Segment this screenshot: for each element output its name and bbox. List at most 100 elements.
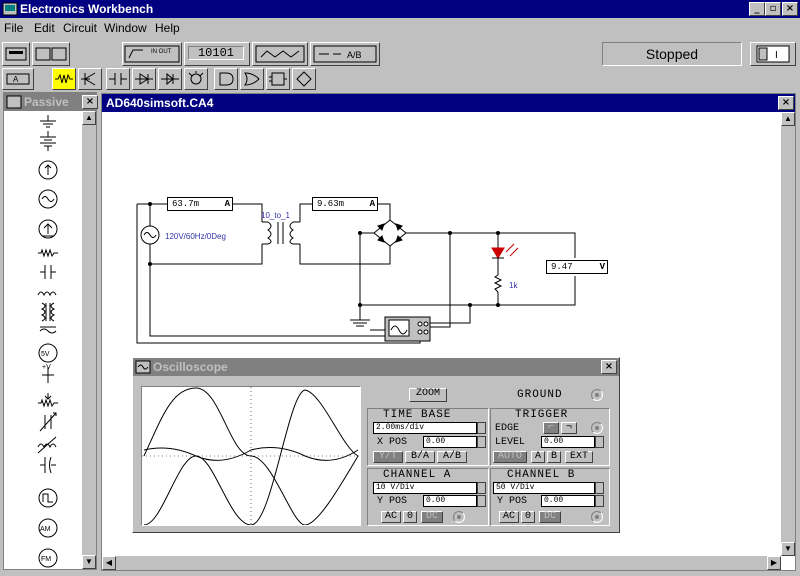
- parts-bin-scrollbar[interactable]: ▲ ▼: [82, 111, 96, 569]
- voltmeter-value: 9.47: [551, 262, 573, 272]
- trigger-ext-button[interactable]: EXT: [565, 451, 593, 463]
- parts-list[interactable]: 5V +V AM FM: [28, 113, 68, 571]
- transistor-icon: [81, 72, 96, 86]
- channel-b-scale-field[interactable]: 50 V/Div: [493, 482, 595, 494]
- channel-a-ypos-label: Y POS: [377, 496, 408, 507]
- ground-label: GROUND: [517, 389, 563, 401]
- edge-rising-button[interactable]: ⌐: [543, 422, 559, 434]
- level-label: LEVEL: [495, 437, 526, 448]
- mode-ab-button[interactable]: A/B: [437, 451, 467, 463]
- diode-icon: [161, 72, 179, 86]
- edge-falling-button[interactable]: ¬: [561, 422, 577, 434]
- scroll-down-arrow[interactable]: ▼: [781, 542, 795, 556]
- channel-a-ac-button[interactable]: AC: [381, 511, 401, 523]
- logic-analyzer-button[interactable]: [252, 42, 308, 66]
- circuit-vscroll[interactable]: ▲ ▼: [781, 112, 795, 556]
- circuit-hscroll[interactable]: ◀ ▶: [102, 556, 781, 570]
- time-base-field[interactable]: 2.00ms/div: [373, 422, 477, 434]
- voltmeter[interactable]: 9.47 V: [546, 260, 608, 274]
- svg-text:AM: AM: [40, 526, 51, 533]
- scroll-up-arrow[interactable]: ▲: [781, 112, 795, 126]
- oscilloscope-title: Oscilloscope: [153, 360, 228, 374]
- ammeter-2-unit: A: [369, 199, 375, 209]
- power-switch-icon: I: [756, 45, 790, 63]
- channel-b-ac-button[interactable]: AC: [499, 511, 519, 523]
- parts-bin-title: Passive: [24, 95, 69, 109]
- instrument-pair-button[interactable]: [32, 42, 70, 66]
- channel-a-ypos-field[interactable]: 0.00: [423, 495, 477, 507]
- menu-edit[interactable]: Edit: [34, 21, 55, 35]
- app-icon: [2, 2, 18, 16]
- minimize-button[interactable]: _: [749, 2, 765, 16]
- transformer-label: 10_to_1: [261, 211, 290, 220]
- tool-digital[interactable]: [240, 68, 264, 90]
- close-button[interactable]: ×: [782, 2, 798, 16]
- channel-b-ypos-field[interactable]: 0.00: [541, 495, 595, 507]
- channel-b-zero-button[interactable]: 0: [521, 511, 535, 523]
- xpos-field[interactable]: 0.00: [423, 436, 477, 448]
- and-gate-icon: [219, 72, 234, 86]
- channel-a-scale-spinner[interactable]: [477, 482, 486, 494]
- circuit-close-button[interactable]: ×: [778, 96, 794, 110]
- scroll-down-arrow[interactable]: ▼: [82, 555, 96, 569]
- maximize-button[interactable]: ▫: [765, 2, 781, 16]
- level-field[interactable]: 0.00: [541, 436, 595, 448]
- tool-controls[interactable]: [106, 68, 130, 90]
- ammeter-2[interactable]: 9.63m A: [312, 197, 378, 211]
- channel-a-dc-button[interactable]: DC: [421, 511, 443, 523]
- channel-b-ypos-spinner[interactable]: [595, 495, 604, 507]
- function-generator-button[interactable]: IN OUT: [122, 42, 182, 66]
- channel-b-dc-button[interactable]: DC: [539, 511, 561, 523]
- mode-yt-button[interactable]: Y/T: [373, 451, 403, 463]
- logic-converter-button[interactable]: A/B: [310, 42, 380, 66]
- trigger-b-button[interactable]: B: [547, 451, 561, 463]
- trigger-auto-button[interactable]: AUTO: [493, 451, 527, 463]
- tool-hybrid[interactable]: [132, 68, 156, 90]
- channel-a-terminal[interactable]: [453, 511, 465, 523]
- tool-passive[interactable]: [52, 68, 76, 90]
- tool-ammeter[interactable]: A: [2, 68, 34, 90]
- parts-bin: Passive ×: [3, 92, 98, 571]
- tool-indicators[interactable]: [184, 68, 208, 90]
- circuit-title: AD640simsoft.CA4: [106, 96, 214, 110]
- oscilloscope-icon: [135, 360, 151, 374]
- parts-bin-icon: [6, 95, 22, 109]
- channel-a-group: [367, 468, 489, 526]
- xpos-spinner[interactable]: [477, 436, 486, 448]
- menu-circuit[interactable]: Circuit: [63, 21, 98, 35]
- channel-a-zero-button[interactable]: 0: [403, 511, 417, 523]
- menu-file[interactable]: File: [4, 21, 24, 35]
- tool-active[interactable]: [78, 68, 102, 90]
- tool-mixed[interactable]: [266, 68, 290, 90]
- power-switch[interactable]: I: [750, 42, 796, 66]
- ground-terminal[interactable]: [591, 389, 603, 401]
- zoom-button[interactable]: ZOOM: [409, 388, 447, 402]
- tool-diodes[interactable]: [158, 68, 182, 90]
- channel-b-terminal[interactable]: [591, 511, 603, 523]
- trigger-a-button[interactable]: A: [531, 451, 545, 463]
- circuit-titlebar: AD640simsoft.CA4: [102, 94, 795, 112]
- ammeter-1[interactable]: 63.7m A: [167, 197, 233, 211]
- word-generator-button[interactable]: 10101: [184, 42, 250, 66]
- oscilloscope-close-button[interactable]: ×: [601, 360, 617, 374]
- tool-misc[interactable]: [292, 68, 316, 90]
- channel-a-ypos-spinner[interactable]: [477, 495, 486, 507]
- menu-help[interactable]: Help: [155, 21, 180, 35]
- scroll-right-arrow[interactable]: ▶: [767, 556, 781, 570]
- channel-b-scale-spinner[interactable]: [595, 482, 604, 494]
- level-spinner[interactable]: [595, 436, 604, 448]
- mode-ba-button[interactable]: B/A: [405, 451, 435, 463]
- menu-window[interactable]: Window: [104, 21, 147, 35]
- time-base-spinner[interactable]: [477, 422, 486, 434]
- instrument-icon: [35, 47, 67, 61]
- channel-a-scale-field[interactable]: 10 V/Div: [373, 482, 477, 494]
- scroll-up-arrow[interactable]: ▲: [82, 111, 96, 125]
- parts-bin-close-button[interactable]: ×: [82, 95, 98, 109]
- new-circuit-button[interactable]: [2, 42, 30, 66]
- ammeter-2-value: 9.63m: [317, 199, 345, 209]
- oscilloscope-titlebar[interactable]: Oscilloscope: [133, 358, 619, 376]
- scroll-left-arrow[interactable]: ◀: [102, 556, 116, 570]
- trigger-terminal[interactable]: [591, 422, 603, 434]
- tool-logic-gates[interactable]: [214, 68, 238, 90]
